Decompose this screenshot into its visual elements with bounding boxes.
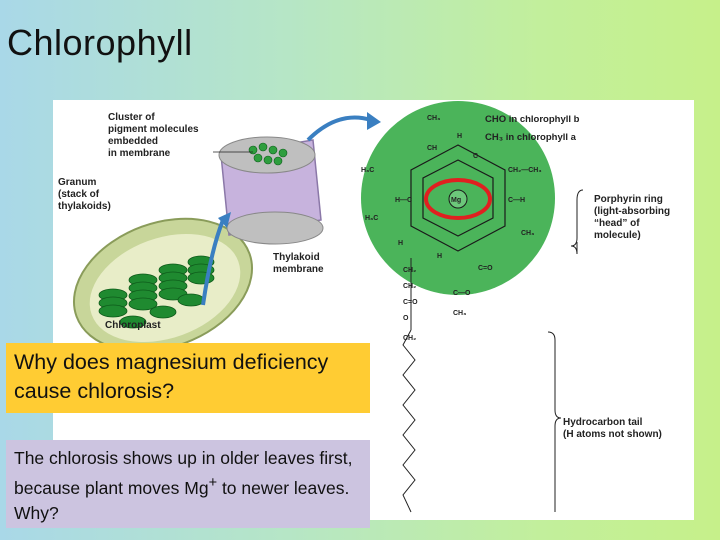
thylakoid-membrane-illustration [218,136,324,245]
svg-text:CH: CH [427,145,437,152]
mg-highlight-ring [424,178,492,220]
granum-label: Granum (stack of thylakoids) [58,177,111,212]
svg-text:C: C [473,153,478,160]
chl-a-label: CH₃ in chlorophyll a [485,132,577,143]
svg-text:CH₂—CH₃: CH₂—CH₃ [508,167,542,174]
svg-text:H: H [437,253,442,260]
slide-title: Chlorophyll [7,22,193,63]
tail-bracket [547,331,562,512]
svg-text:H—C: H—C [395,197,412,204]
answer-box [6,440,370,528]
svg-text:H₃C: H₃C [361,167,374,174]
chl-b-label: CHO in chlorophyll b [485,114,580,125]
thylakoid-membrane-label: Thylakoid membrane [273,252,324,275]
zoom-arrow-2 [306,115,372,142]
svg-text:C—O: C—O [453,290,471,297]
svg-text:CH₂: CH₂ [403,267,416,274]
answer-text: The chlorosis shows up in older leaves f… [14,448,353,523]
porphyrin-ring: Mg CH₃ CH H C CH₂—CH₃ H₃C H—C C—H H₃C CH… [361,101,555,295]
hydrocarbon-tail [402,258,416,513]
svg-text:CH₃: CH₃ [453,310,466,317]
porphyrin-bracket [570,189,584,255]
svg-text:CH₃: CH₃ [521,230,534,237]
svg-text:H: H [398,240,403,247]
zoom-arrow-1-head [218,212,231,228]
svg-text:CH₃: CH₃ [427,115,440,122]
question-text: Why does magnesium deficiency cause chlo… [14,350,329,403]
svg-text:C—H: C—H [508,197,525,204]
svg-text:O: O [403,315,409,322]
cluster-label: Cluster of pigment molecules embedded in… [108,112,201,159]
svg-text:C=O: C=O [478,265,493,272]
hydrocarbon-tail-label: Hydrocarbon tail (H atoms not shown) [563,417,662,440]
zoom-arrow-1 [201,219,225,306]
svg-text:CH₂: CH₂ [403,335,416,342]
svg-text:CH₂: CH₂ [403,283,416,290]
question-box [6,343,370,413]
zoom-arrow-2-head [367,112,381,130]
svg-text:H: H [457,133,462,140]
porphyrin-label: Porphyrin ring (light-absorbing “head” o… [594,194,673,241]
mg-atom: Mg [451,197,461,204]
svg-text:C=O: C=O [403,299,418,306]
chloroplast-illustration [72,217,254,353]
svg-text:H₃C: H₃C [365,215,378,222]
chlorophyll-diagram: Cluster of pigment molecules embedded in… [58,101,673,513]
tail-chain-labels: CH₂ CH₂ C=O O CH₂ C—O CH₃ [403,267,471,342]
chloroplast-label: Chloroplast [105,320,161,331]
